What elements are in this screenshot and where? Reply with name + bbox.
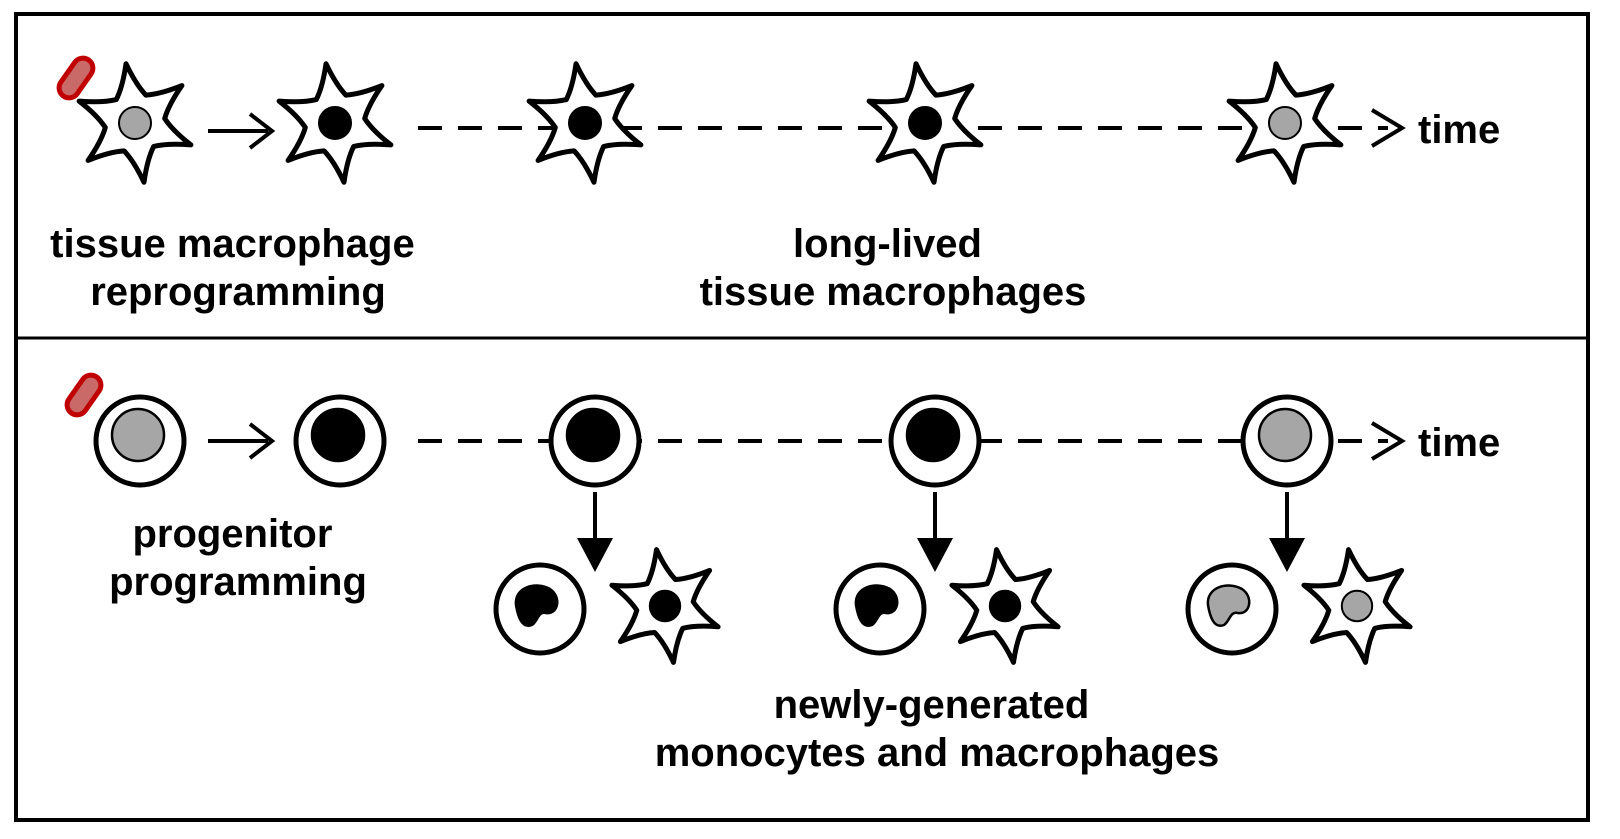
differentiation-arrowhead [1269, 538, 1305, 572]
tissue-macrophage-cell [526, 61, 644, 185]
trained-nucleus [648, 589, 682, 623]
naive-nucleus [118, 106, 152, 140]
kidney-nucleus [514, 584, 559, 628]
outer-frame [14, 12, 1590, 822]
progenitor-cell [548, 394, 642, 488]
bottom-time-label: time [1418, 421, 1500, 465]
differentiation-branch [833, 492, 1061, 665]
monocyte-cell [833, 562, 927, 656]
progenitor-cell [93, 394, 187, 488]
naive-nucleus [110, 407, 166, 463]
trained-nucleus [908, 106, 942, 140]
kidney-nucleus [854, 584, 899, 628]
pathogen-icon [64, 372, 104, 418]
top-panel: time tissue macrophage reprogramming lon… [50, 55, 1500, 314]
pathogen [64, 372, 104, 418]
bottom-program-arrowhead [248, 422, 276, 460]
svg-text:progenitor programming: progenitor programming [109, 512, 367, 604]
trained-nucleus [988, 589, 1022, 623]
trained-nucleus [905, 407, 961, 463]
top-center-caption-line1: long-lived [793, 222, 982, 266]
monocyte-cell [493, 562, 587, 656]
top-left-caption-line1: tissue macrophage [50, 222, 415, 266]
macrophage-cell [609, 547, 721, 665]
top-left-caption-line2: reprogramming [90, 270, 386, 314]
differentiation-arrowhead [917, 538, 953, 572]
top-time-arrowhead [1370, 108, 1406, 148]
bottom-center-caption-line2: monocytes and macrophages [655, 731, 1220, 775]
bottom-left-caption-line2: programming [109, 560, 367, 604]
pathogen [56, 55, 96, 101]
svg-text:newly-generated monocyte: newly-generated monocytes and macrophage… [655, 683, 1220, 775]
tissue-macrophage-cell [1226, 61, 1344, 185]
naive-nucleus [1257, 407, 1313, 463]
monocyte-cell [1185, 562, 1279, 656]
macrophage-cell [1301, 547, 1413, 665]
trained-nucleus [565, 407, 621, 463]
trained-nucleus [310, 407, 366, 463]
bottom-center-caption-line1: newly-generated [774, 683, 1090, 727]
top-time-label: time [1418, 108, 1500, 152]
bottom-panel: time progenitor programming newly-genera… [64, 372, 1500, 775]
pathogen-icon [56, 55, 96, 101]
kidney-nucleus [1206, 584, 1251, 628]
svg-text:long-lived tissue macrop: long-lived tissue macrophages [700, 222, 1087, 314]
trained-nucleus [568, 106, 602, 140]
bottom-time-arrowhead [1370, 421, 1406, 461]
naive-nucleus [1340, 589, 1374, 623]
differentiation-arrowhead [577, 538, 613, 572]
svg-text:tissue macrophage reprog: tissue macrophage reprogramming [50, 222, 426, 314]
tissue-macrophage-cell [76, 61, 194, 185]
progenitor-cell [1240, 394, 1334, 488]
differentiation-branch [493, 492, 721, 665]
top-reprogram-arrowhead [248, 112, 276, 150]
trained-nucleus [318, 106, 352, 140]
macrophage-cell [949, 547, 1061, 665]
progenitor-cell [888, 394, 982, 488]
naive-nucleus [1268, 106, 1302, 140]
bottom-left-caption-line1: progenitor [132, 512, 332, 556]
tissue-macrophage-cell [276, 61, 394, 185]
tissue-macrophage-cell [866, 61, 984, 185]
top-center-caption-line2: tissue macrophages [700, 270, 1087, 314]
progenitor-cell [293, 394, 387, 488]
differentiation-branch [1185, 492, 1413, 665]
